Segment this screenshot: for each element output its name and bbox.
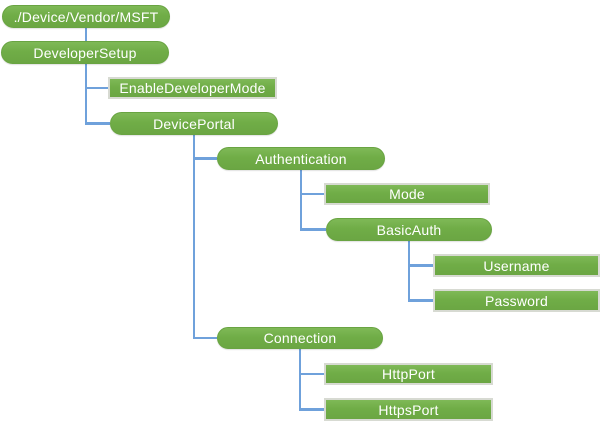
connector-developersetup-trunk <box>84 64 88 125</box>
connector-branch-username <box>408 264 433 267</box>
node-authentication: Authentication <box>217 147 385 170</box>
connector-branch-password <box>408 299 433 302</box>
node-root-path: ./Device/Vendor/MSFT <box>2 5 170 28</box>
connector-branch-deviceportal <box>85 122 110 125</box>
connector-branch-enabledevelopermode <box>85 86 108 90</box>
node-password: Password <box>433 289 600 312</box>
connector-branch-authentication <box>193 157 217 160</box>
connector-authentication-trunk <box>299 170 303 231</box>
connector-deviceportal-trunk <box>192 135 196 340</box>
connector-branch-connection <box>193 336 217 340</box>
connector-basicauth-trunk <box>407 241 411 302</box>
connector-root-to-developersetup <box>84 28 88 41</box>
node-device-portal: DevicePortal <box>110 112 278 135</box>
node-username: Username <box>433 254 600 277</box>
connector-branch-httpsport <box>299 408 324 411</box>
node-mode: Mode <box>324 183 490 205</box>
connector-connection-trunk <box>298 349 302 411</box>
node-developer-setup: DeveloperSetup <box>1 41 169 64</box>
node-https-port: HttpsPort <box>324 398 493 421</box>
node-connection: Connection <box>217 327 383 349</box>
connector-branch-httpport <box>299 372 324 376</box>
connector-branch-mode <box>300 192 324 196</box>
node-basic-auth: BasicAuth <box>326 218 492 241</box>
node-http-port: HttpPort <box>324 363 493 385</box>
connector-branch-basicauth <box>300 228 326 231</box>
node-enable-developer-mode: EnableDeveloperMode <box>108 77 277 99</box>
